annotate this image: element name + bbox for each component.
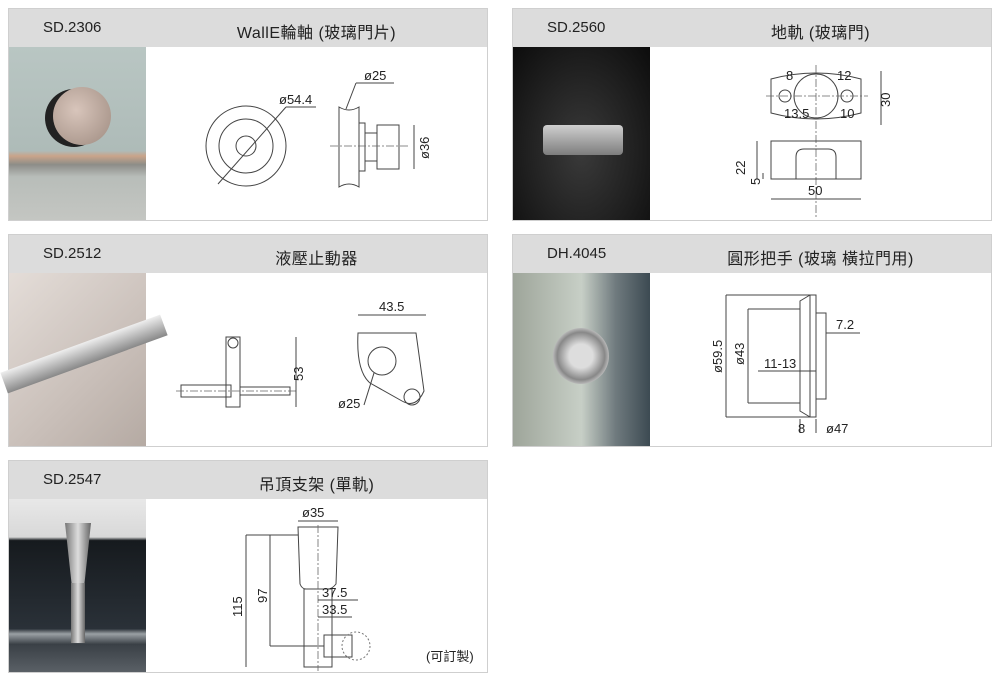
card-header: SD.2306 WallE輪軸 (玻璃門片) xyxy=(9,9,487,47)
dim-label: 22 xyxy=(733,161,748,175)
product-card-sd2306: SD.2306 WallE輪軸 (玻璃門片) ø54.4 ø25 ø36 xyxy=(8,8,488,221)
technical-drawing: ø54.4 ø25 ø36 xyxy=(146,47,487,220)
dim-label: ø43 xyxy=(732,343,747,365)
technical-drawing: ø59.5 ø43 7.2 11-13 8 ø47 xyxy=(650,273,991,446)
product-card-sd2560: SD.2560 地軌 (玻璃門) 8 12 13.5 10 30 22 5 50 xyxy=(512,8,992,221)
product-title: 圓形把手 (玻璃 橫拉門用) xyxy=(727,251,914,268)
dim-label: 11-13 xyxy=(764,356,796,371)
dim-label: 5 xyxy=(748,178,763,185)
technical-drawing: 53 43.5 ø25 xyxy=(146,273,487,446)
product-code: SD.2306 xyxy=(43,19,102,36)
dim-label: 43.5 xyxy=(379,299,404,314)
product-code: SD.2512 xyxy=(43,245,102,262)
dim-label: 97 xyxy=(255,589,270,603)
dim-label: ø47 xyxy=(826,421,848,436)
dim-label: 12 xyxy=(837,68,851,83)
dim-label: 10 xyxy=(840,106,854,121)
product-photo xyxy=(9,499,146,672)
product-code: DH.4045 xyxy=(547,245,607,262)
card-header: DH.4045 圓形把手 (玻璃 橫拉門用) xyxy=(513,235,991,273)
dim-label: 37.5 xyxy=(322,585,347,600)
dim-label: ø54.4 xyxy=(279,92,312,107)
custom-order-note: (可訂製) xyxy=(426,649,474,664)
product-card-sd2547: SD.2547 吊頂支架 (單軌) ø35 115 97 37.5 33.5 (… xyxy=(8,460,488,673)
product-photo xyxy=(513,273,650,446)
card-header: SD.2512 液壓止動器 xyxy=(9,235,487,273)
product-title: 地軌 (玻璃門) xyxy=(770,25,871,42)
dim-label: 30 xyxy=(878,93,893,107)
dim-label: 8 xyxy=(786,68,793,83)
dim-label: ø36 xyxy=(417,137,432,159)
product-title: 吊頂支架 (單軌) xyxy=(258,477,375,494)
dim-label: ø25 xyxy=(338,396,360,411)
card-header: SD.2547 吊頂支架 (單軌) xyxy=(9,461,487,499)
product-title: WallE輪軸 (玻璃門片) xyxy=(236,25,397,42)
dim-label: 13.5 xyxy=(784,106,809,121)
product-title: 液壓止動器 xyxy=(275,251,358,268)
dim-label: ø35 xyxy=(302,505,324,520)
technical-drawing: ø35 115 97 37.5 33.5 (可訂製) xyxy=(146,499,487,672)
product-code: SD.2560 xyxy=(547,19,606,36)
dim-label: 50 xyxy=(808,183,822,198)
dim-label: 115 xyxy=(230,596,245,617)
dim-label: 53 xyxy=(291,367,306,381)
product-code: SD.2547 xyxy=(43,471,102,488)
dim-label: 8 xyxy=(798,421,805,436)
dim-label: 33.5 xyxy=(322,602,347,617)
product-photo xyxy=(513,47,650,220)
card-header: SD.2560 地軌 (玻璃門) xyxy=(513,9,991,47)
product-photo xyxy=(0,273,168,446)
product-card-dh4045: DH.4045 圓形把手 (玻璃 橫拉門用) ø59.5 ø43 7.2 11-… xyxy=(512,234,992,447)
product-card-sd2512: SD.2512 液壓止動器 53 43.5 ø25 xyxy=(0,234,488,447)
dim-label: 7.2 xyxy=(836,317,854,332)
technical-drawing: 8 12 13.5 10 30 22 5 50 xyxy=(650,47,991,220)
dim-label: ø25 xyxy=(364,68,386,83)
dim-label: ø59.5 xyxy=(710,340,725,373)
product-photo xyxy=(9,47,146,220)
